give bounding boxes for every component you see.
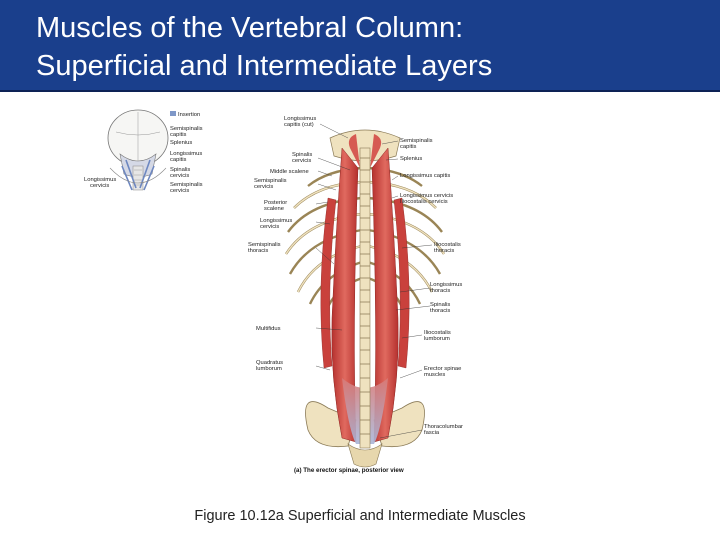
figure-label: Splenius (170, 140, 192, 146)
figure-label: Middle scalene (270, 169, 309, 175)
figure-label: Iliocostalis (424, 330, 451, 336)
figure-label: Longissimus (84, 177, 116, 183)
figure-label: Spinalis (430, 302, 450, 308)
figure-label: Semispinalis (254, 178, 287, 184)
figure-label: fascia (424, 430, 440, 436)
leader-lines (315, 123, 433, 439)
figure-label: scalene (264, 206, 284, 212)
vertebral-column (359, 147, 371, 449)
figure-label: Longissimus (430, 282, 462, 288)
figure-label: Semispinalis (170, 182, 203, 188)
figure-label: Thoracolumbar (424, 424, 463, 430)
figure-label: Posterior (264, 200, 287, 206)
figure-label: Erector spinae (424, 366, 461, 372)
figure-label: Spinalis (170, 167, 190, 173)
labels-left: Longissimus capitis (cut) Spinalis cervi… (248, 116, 316, 372)
figure-label: Splenius (400, 156, 422, 162)
insertion-legend-swatch (170, 111, 176, 116)
figure-label: cervicis (260, 224, 279, 230)
figure-label: capitis (170, 157, 187, 163)
figure-label: thoracis (430, 308, 450, 314)
slide-title-line-1: Muscles of the Vertebral Column: (36, 12, 464, 44)
panel-caption: (a) The erector spinae, posterior view (294, 467, 404, 474)
figure-label: capitis (400, 144, 417, 150)
slide-title-line-2: Superficial and Intermediate Layers (36, 50, 493, 82)
figure-label: Spinalis (292, 152, 312, 158)
figure-label: Longissimus capitis (400, 173, 450, 179)
figure-label: Longissimus cervicis (400, 193, 453, 199)
figure-label: thoracis (430, 288, 450, 294)
inset-labels-left: Longissimus cervicis (84, 177, 116, 189)
figure-label: cervicis (90, 183, 109, 189)
figure-label: Semispinalis (248, 242, 281, 248)
figure-label: capitis (cut) (284, 122, 314, 128)
figure-caption: Figure 10.12a Superficial and Intermedia… (194, 508, 526, 524)
figure-label: thoracis (248, 248, 268, 254)
figure-label: lumborum (424, 336, 450, 342)
figure-label: Semispinalis (400, 138, 433, 144)
labels-right: Semispinalis capitis Splenius Longissimu… (400, 138, 463, 436)
figure-label: Quadratus (256, 360, 283, 366)
figure-label: Longissimus (170, 151, 202, 157)
inset-legend-label: Insertion (178, 112, 200, 118)
figure-label: lumborum (256, 366, 282, 372)
inset-skull (107, 109, 169, 191)
figure-label: Longissimus (284, 116, 316, 122)
figure-label: Multifidus (256, 326, 281, 332)
anatomy-illustration: Insertion Semispinalis capitis Splenius … (84, 109, 463, 474)
figure-label: cervicis (254, 184, 273, 190)
figure-label: cervicis (292, 158, 311, 164)
figure-label: cervicis (170, 173, 189, 179)
erector-spinae-muscles (320, 134, 410, 444)
figure-label: Semispinalis (170, 126, 203, 132)
figure-label: capitis (170, 132, 187, 138)
inset-labels-right: Semispinalis capitis Splenius Longissimu… (170, 126, 203, 194)
title-bar: Muscles of the Vertebral Column: Superfi… (0, 0, 720, 92)
figure-label: Iliocostalis cervicis (400, 199, 448, 205)
figure-label: thoracis (434, 248, 454, 254)
figure-label: Iliocostalis (434, 242, 461, 248)
figure-label: cervicis (170, 188, 189, 194)
anatomy-figure: Insertion Semispinalis capitis Splenius … (80, 108, 480, 480)
figure-label: muscles (424, 372, 445, 378)
figure-label: Longissimus (260, 218, 292, 224)
